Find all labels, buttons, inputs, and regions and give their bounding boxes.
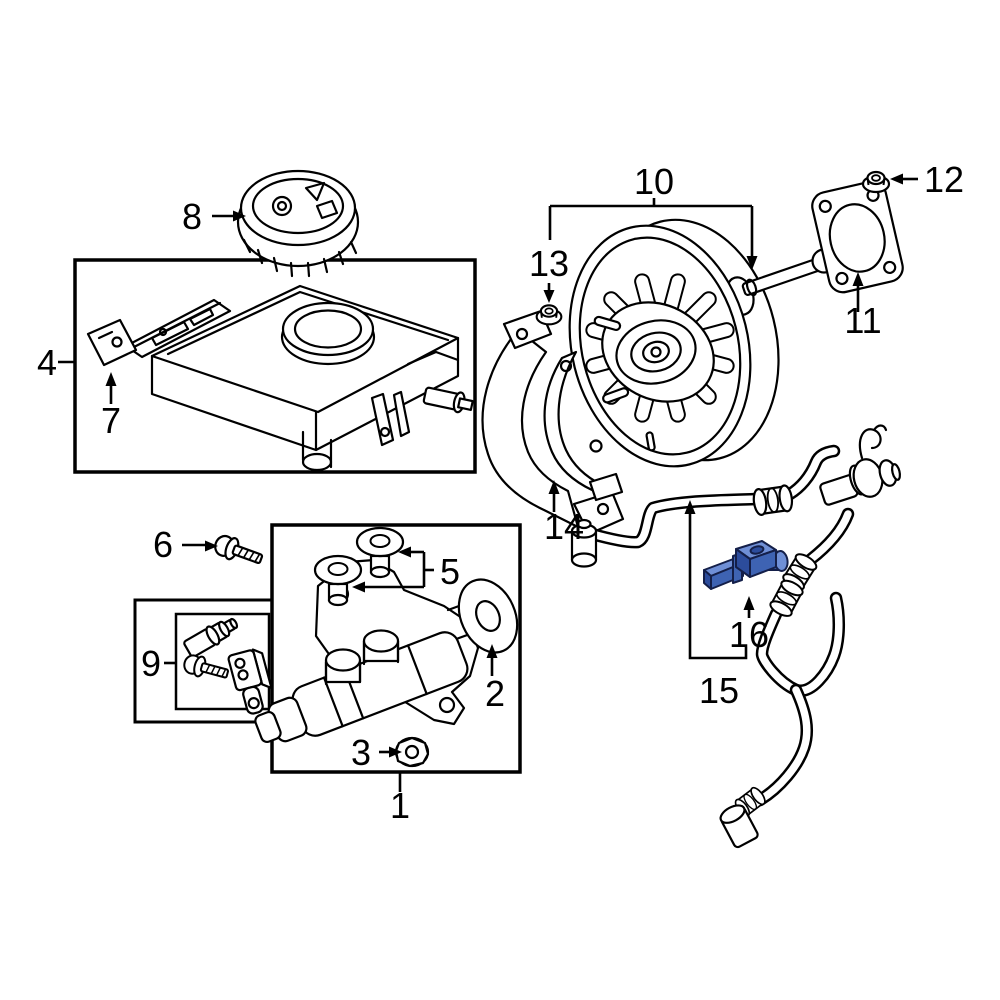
callout-12-label[interactable]: 12 — [924, 159, 964, 200]
callout-5[interactable]: 5 — [352, 546, 460, 593]
callout-4-label[interactable]: 4 — [37, 342, 57, 383]
callout-13-arrow-icon — [543, 290, 555, 303]
reservoir-cap[interactable] — [236, 169, 360, 278]
brake-fluid-reservoir[interactable] — [150, 284, 474, 472]
callout-15-label[interactable]: 15 — [699, 670, 739, 711]
hose-end-fitting — [570, 518, 598, 568]
callout-6-arrow-icon — [205, 540, 218, 552]
mounting-bolt[interactable] — [211, 531, 266, 571]
callout-14-arrow-icon — [548, 480, 560, 494]
callout-10[interactable]: 10 — [548, 161, 758, 270]
callout-12[interactable]: 12 — [890, 159, 964, 200]
brake-booster[interactable] — [545, 201, 837, 486]
callout-5-arrow2-icon — [352, 581, 365, 593]
callout-2[interactable]: 2 — [485, 644, 505, 714]
callout-8[interactable]: 8 — [182, 196, 246, 237]
callout-8-arrow-icon — [233, 210, 246, 222]
vacuum-hose-assembly[interactable] — [570, 424, 902, 849]
callout-7[interactable]: 7 — [101, 372, 121, 441]
callout-11[interactable]: 11 — [844, 272, 882, 341]
callout-6[interactable]: 6 — [153, 524, 218, 565]
callout-14[interactable]: 14 — [544, 480, 584, 547]
callout-11-label[interactable]: 11 — [844, 300, 881, 341]
group-reservoir-box — [58, 258, 477, 474]
group-sensor-kit-box — [133, 598, 277, 724]
master-cylinder-frame — [270, 523, 522, 774]
callout-9-label[interactable]: 9 — [141, 643, 161, 684]
reservoir-bracket[interactable] — [86, 298, 232, 367]
callout-10-label[interactable]: 10 — [634, 161, 674, 202]
master-cylinder[interactable] — [249, 558, 509, 755]
callout-7-arrow-icon — [105, 372, 117, 386]
callout-5-label[interactable]: 5 — [440, 551, 460, 592]
callout-16-label[interactable]: 16 — [729, 614, 769, 655]
callout-3[interactable]: 3 — [351, 732, 402, 773]
master-cylinder-ports — [324, 629, 400, 686]
callout-1[interactable]: 1 — [390, 785, 410, 826]
brake-pressure-sensor-highlighted[interactable] — [703, 540, 789, 590]
check-valve-connector — [819, 424, 902, 506]
callout-15-arrow-icon — [684, 500, 696, 514]
callout-15[interactable]: 15 — [684, 500, 748, 711]
booster-spacer-nut[interactable] — [535, 304, 563, 326]
callout-8-label[interactable]: 8 — [182, 196, 202, 237]
callout-3-label[interactable]: 3 — [351, 732, 371, 773]
callout-16-arrow-icon — [743, 596, 755, 610]
callout-16[interactable]: 16 — [729, 596, 769, 655]
callout-2-arrow-icon — [486, 644, 498, 658]
callout-11-arrow-icon — [852, 272, 864, 286]
callout-1-label[interactable]: 1 — [390, 785, 410, 826]
pressure-sensor-kit[interactable] — [181, 614, 277, 717]
callout-13[interactable]: 13 — [529, 243, 569, 303]
callout-6-label[interactable]: 6 — [153, 524, 173, 565]
hose-elbow-end — [719, 804, 759, 849]
callout-2-label[interactable]: 2 — [485, 673, 505, 714]
booster-nut[interactable] — [861, 170, 891, 194]
callout-5-arrow-icon — [398, 546, 411, 558]
group-master-cylinder-box — [249, 523, 528, 792]
callout-4[interactable]: 4 — [37, 342, 57, 383]
callout-12-arrow-icon — [890, 173, 903, 185]
sensor-kit-inner-frame — [174, 612, 271, 711]
callout-10-arrow-icon — [746, 256, 758, 270]
callout-9[interactable]: 9 — [141, 643, 161, 684]
callout-14-label[interactable]: 14 — [544, 506, 584, 547]
callout-3-arrow-icon — [389, 746, 402, 758]
callout-7-label[interactable]: 7 — [101, 400, 121, 441]
seal-washer[interactable] — [448, 570, 528, 661]
callout-13-label[interactable]: 13 — [529, 243, 569, 284]
